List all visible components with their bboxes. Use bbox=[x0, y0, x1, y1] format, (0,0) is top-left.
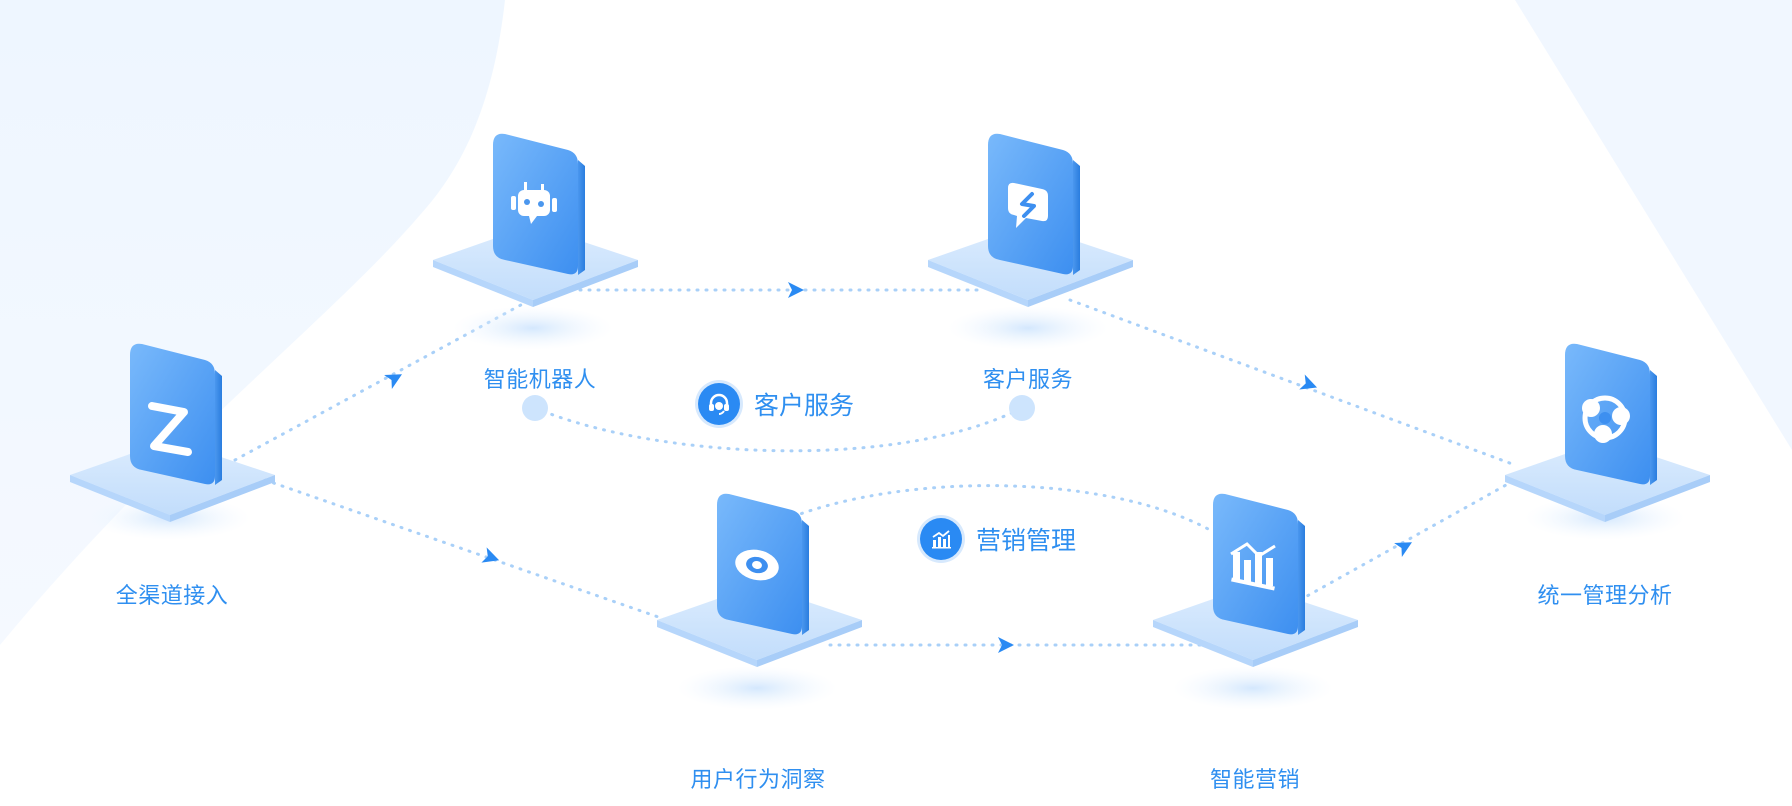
eye-icon bbox=[735, 549, 779, 581]
label-channel-access: 全渠道接入 bbox=[115, 584, 229, 609]
z-logo-icon bbox=[148, 402, 192, 456]
label-unified-analysis: 统一管理分析 bbox=[1537, 584, 1673, 609]
node-channel-access bbox=[70, 343, 275, 540]
arrow-service-to-analysis bbox=[1299, 374, 1318, 390]
label-smart-robot: 智能机器人 bbox=[483, 368, 597, 393]
network-icon bbox=[1582, 395, 1630, 443]
label-customer-service: 客户服务 bbox=[982, 368, 1074, 393]
label-behavior-insight: 用户行为洞察 bbox=[690, 768, 826, 793]
node-behavior-insight bbox=[657, 493, 862, 710]
arrow-channel-to-insight bbox=[481, 547, 500, 563]
loop-dot-service-right bbox=[1009, 395, 1035, 421]
arrow-marketing-to-analysis bbox=[1394, 542, 1412, 557]
headset-icon bbox=[698, 383, 740, 425]
arrow-channel-to-robot bbox=[384, 374, 402, 389]
robot-icon bbox=[511, 182, 557, 224]
connector-marketing-loop bbox=[750, 484, 1212, 537]
connector-marketing-to-analysis bbox=[1298, 478, 1517, 602]
bar-chart-icon bbox=[920, 518, 962, 560]
background-shape-right bbox=[1515, 0, 1792, 450]
group-customer-service-text: 客户服务 bbox=[754, 391, 855, 420]
chat-bubble-icon bbox=[1008, 182, 1048, 228]
group-marketing-text: 营销管理 bbox=[976, 526, 1077, 555]
node-smart-marketing bbox=[1153, 493, 1358, 710]
connector-service-to-analysis bbox=[1068, 298, 1517, 467]
group-customer-service: 客户服务 bbox=[698, 383, 854, 425]
arrow-insight-to-marketing bbox=[998, 637, 1014, 653]
background-shape-left bbox=[0, 0, 505, 645]
node-customer-service bbox=[928, 133, 1133, 350]
label-smart-marketing: 智能营销 bbox=[1209, 768, 1301, 793]
loop-dot-service-left bbox=[522, 395, 548, 421]
arrow-robot-to-service bbox=[788, 282, 804, 298]
node-smart-robot bbox=[433, 133, 638, 350]
chart-icon bbox=[1230, 542, 1276, 591]
group-marketing: 营销管理 bbox=[920, 518, 1076, 560]
node-unified-analysis bbox=[1505, 343, 1710, 540]
